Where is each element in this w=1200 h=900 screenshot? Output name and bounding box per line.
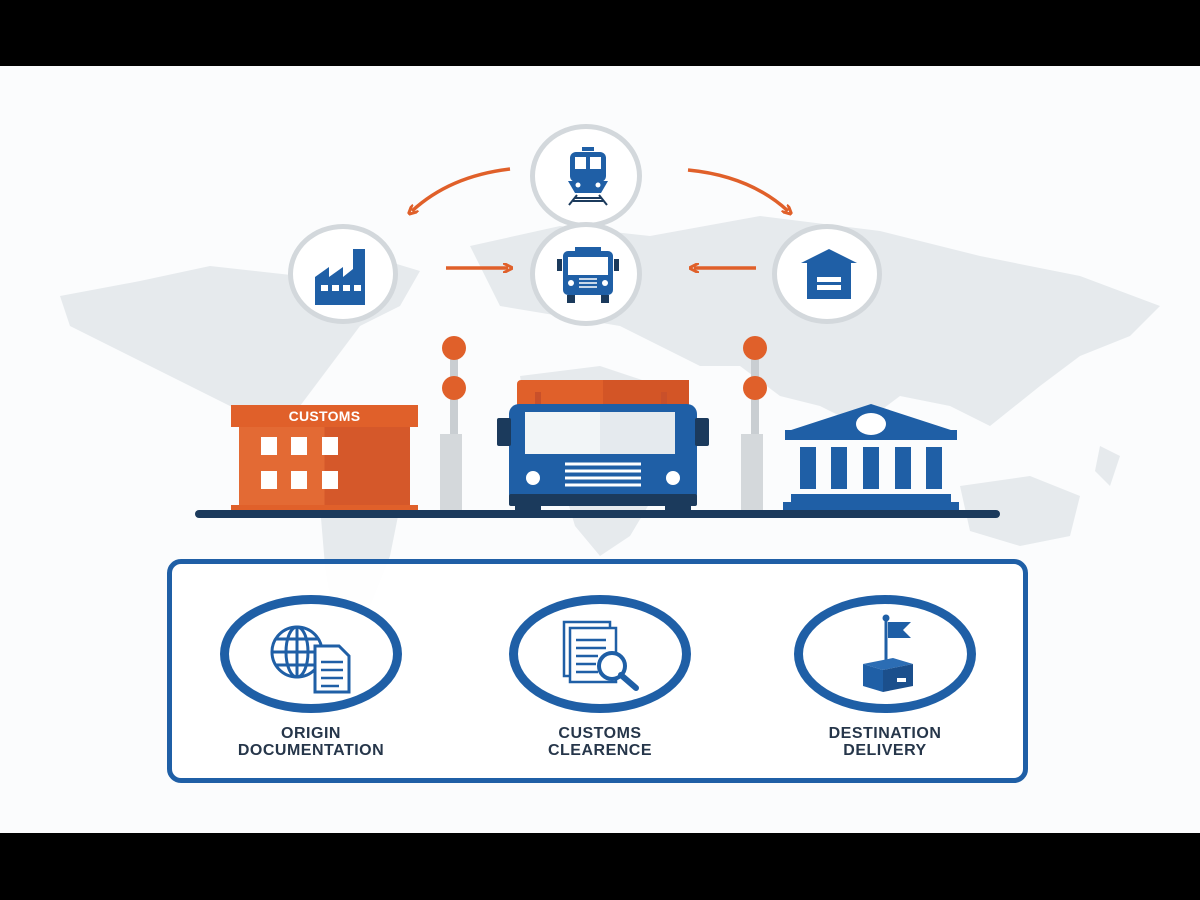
step-origin-documentation-label: ORIGIN DOCUMENTATION (237, 725, 385, 759)
signal-pole-left (436, 336, 472, 516)
document-magnifier-icon (562, 620, 639, 691)
node-warehouse (772, 224, 882, 324)
cycle-arrows (0, 167, 1200, 366)
node-bus (530, 222, 642, 326)
government-building (783, 404, 959, 514)
step-customs-clearence-circle (509, 595, 691, 713)
step-destination-delivery-label: DESTINATION DELIVERY (828, 725, 942, 759)
train-icon (568, 147, 608, 206)
customs-sign: CUSTOMS (231, 405, 418, 427)
globe-document-icon (270, 625, 351, 694)
warehouse-icon (801, 249, 857, 299)
arrow-train-to-warehouse (687, 168, 788, 211)
factory-icon (315, 249, 365, 305)
customs-sign-text: CUSTOMS (288, 408, 361, 424)
box-flag-icon (863, 614, 913, 692)
bus-icon (557, 247, 619, 303)
diagram-canvas: CUSTOMS (0, 66, 1200, 833)
arrow-train-to-factory (412, 167, 511, 211)
step-destination-delivery-circle (794, 595, 976, 713)
node-train (530, 124, 642, 228)
customs-building: CUSTOMS (231, 405, 418, 511)
process-steps-panel: ORIGIN DOCUMENTATION CUSTOMS CLEARENCE (167, 559, 1028, 783)
truck (497, 380, 709, 514)
road (195, 510, 1000, 518)
node-factory (288, 224, 398, 324)
step-origin-documentation-circle (220, 595, 402, 713)
signal-pole-right (737, 336, 773, 516)
step-customs-clearence-label: CUSTOMS CLEARENCE (547, 725, 653, 759)
customs-building-body (239, 427, 410, 505)
